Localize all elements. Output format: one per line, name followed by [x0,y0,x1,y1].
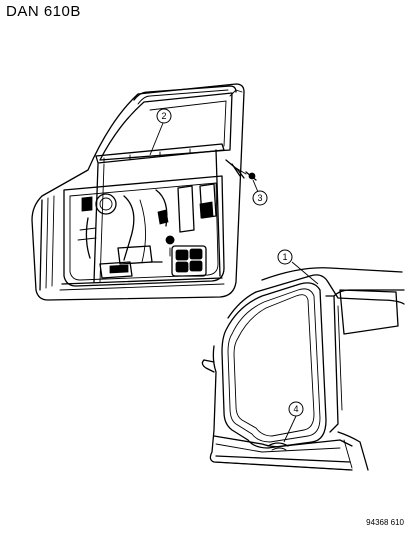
callout-1: 1 [277,249,319,285]
callout-1-label: 1 [282,252,287,262]
callout-2-label: 2 [161,111,166,121]
push-pin-fastener [225,159,257,181]
callout-3-label: 3 [257,193,262,203]
body-door-opening [201,267,405,471]
callout-4-label: 4 [293,404,298,414]
speaker-grille [171,245,207,277]
callout-3: 3 [252,179,268,206]
diagram-code: DAN 610B [6,3,81,20]
front-door [31,83,245,301]
figure-number: 94368 610 [366,518,404,527]
callout-4: 4 [283,401,304,443]
callout-2: 2 [149,108,172,156]
door-weatherstrip [133,85,237,105]
